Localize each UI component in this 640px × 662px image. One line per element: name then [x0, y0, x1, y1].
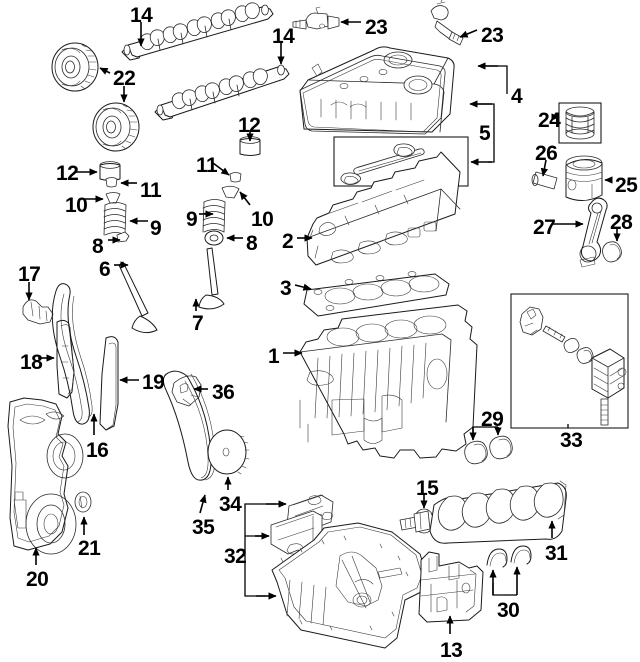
callout-8: 8 [92, 235, 104, 258]
callout-11b: 11 [196, 154, 218, 177]
front-crankshaft-seal [74, 491, 92, 513]
callout-14: 14 [130, 4, 153, 27]
callout-35: 35 [192, 516, 215, 539]
oil-pan [271, 522, 428, 649]
callout-5: 5 [479, 122, 491, 145]
main-bearing-right [510, 545, 532, 565]
timing-chain-cover [7, 397, 84, 555]
callout-18: 18 [20, 351, 43, 374]
callout-15: 15 [416, 477, 439, 500]
callout-8b: 8 [246, 232, 258, 255]
callout-34: 34 [219, 493, 242, 516]
piston-ring-set [558, 102, 602, 144]
cylinder-head-gasket [303, 271, 450, 317]
callout-16: 16 [86, 439, 109, 462]
callout-10b: 10 [251, 208, 274, 231]
callout-14b: 14 [272, 25, 295, 48]
camshaft-upper [121, 2, 274, 61]
callout-7: 7 [192, 312, 204, 335]
callout-10: 10 [65, 194, 88, 217]
chain-tensioner [22, 299, 54, 325]
oil-pump-assembly-group [510, 293, 629, 429]
chain-guide-fixed [56, 319, 75, 399]
camshaft-position-sensor [430, 0, 464, 46]
callout-9: 9 [150, 217, 162, 240]
leader-lines [25, 18, 621, 634]
connecting-rod [579, 197, 608, 268]
main-bearing-cap-girdle [418, 551, 484, 623]
callout-4: 4 [511, 85, 523, 108]
callout-13: 13 [440, 639, 463, 662]
balance-shaft-sprocket [207, 429, 250, 475]
valve-cover [299, 46, 455, 135]
callout-33: 33 [560, 429, 583, 452]
callout-21: 21 [78, 537, 101, 560]
engine-cylinder-block [299, 304, 478, 459]
vvt-oil-control-valve [292, 6, 340, 30]
callout-20: 20 [26, 568, 49, 591]
callout-1: 1 [268, 345, 280, 368]
callout-24: 24 [538, 109, 561, 132]
callout-25: 25 [615, 174, 638, 197]
piston-pin [531, 171, 558, 190]
piston [565, 155, 603, 201]
callout-28: 28 [610, 211, 633, 234]
callout-23b: 23 [481, 24, 504, 47]
callout-17: 17 [18, 263, 41, 286]
chain-guide-bracket [171, 375, 202, 407]
main-bearing-left [486, 548, 508, 568]
chain-tensioner-arm [99, 336, 119, 431]
callout-12: 12 [56, 162, 79, 185]
callout-11: 11 [140, 179, 162, 202]
callout-26: 26 [535, 142, 558, 165]
vvt-sprocket-lower [92, 102, 140, 152]
callout-19: 19 [142, 371, 165, 394]
callout-12b: 12 [238, 114, 261, 137]
callout-30: 30 [497, 599, 520, 622]
callout-31: 31 [545, 542, 568, 565]
callout-36: 36 [212, 381, 235, 404]
connecting-rod-bearing [602, 241, 622, 263]
cylinder-head [306, 151, 461, 266]
callout-22: 22 [113, 67, 136, 90]
thrust-washer-right [489, 435, 513, 460]
vvt-sprocket-upper [51, 42, 99, 92]
callout-29: 29 [481, 408, 504, 431]
callout-3: 3 [280, 277, 292, 300]
callout-2: 2 [282, 230, 294, 253]
thrust-washer-left [464, 440, 488, 465]
camshaft-lower [154, 64, 290, 121]
crankshaft [399, 480, 567, 544]
callout-27: 27 [533, 216, 556, 239]
callout-6: 6 [99, 258, 111, 281]
callout-23: 23 [365, 16, 388, 39]
valve-train-left [99, 161, 158, 334]
callout-9b: 9 [186, 208, 198, 231]
callout-32: 32 [224, 545, 247, 568]
